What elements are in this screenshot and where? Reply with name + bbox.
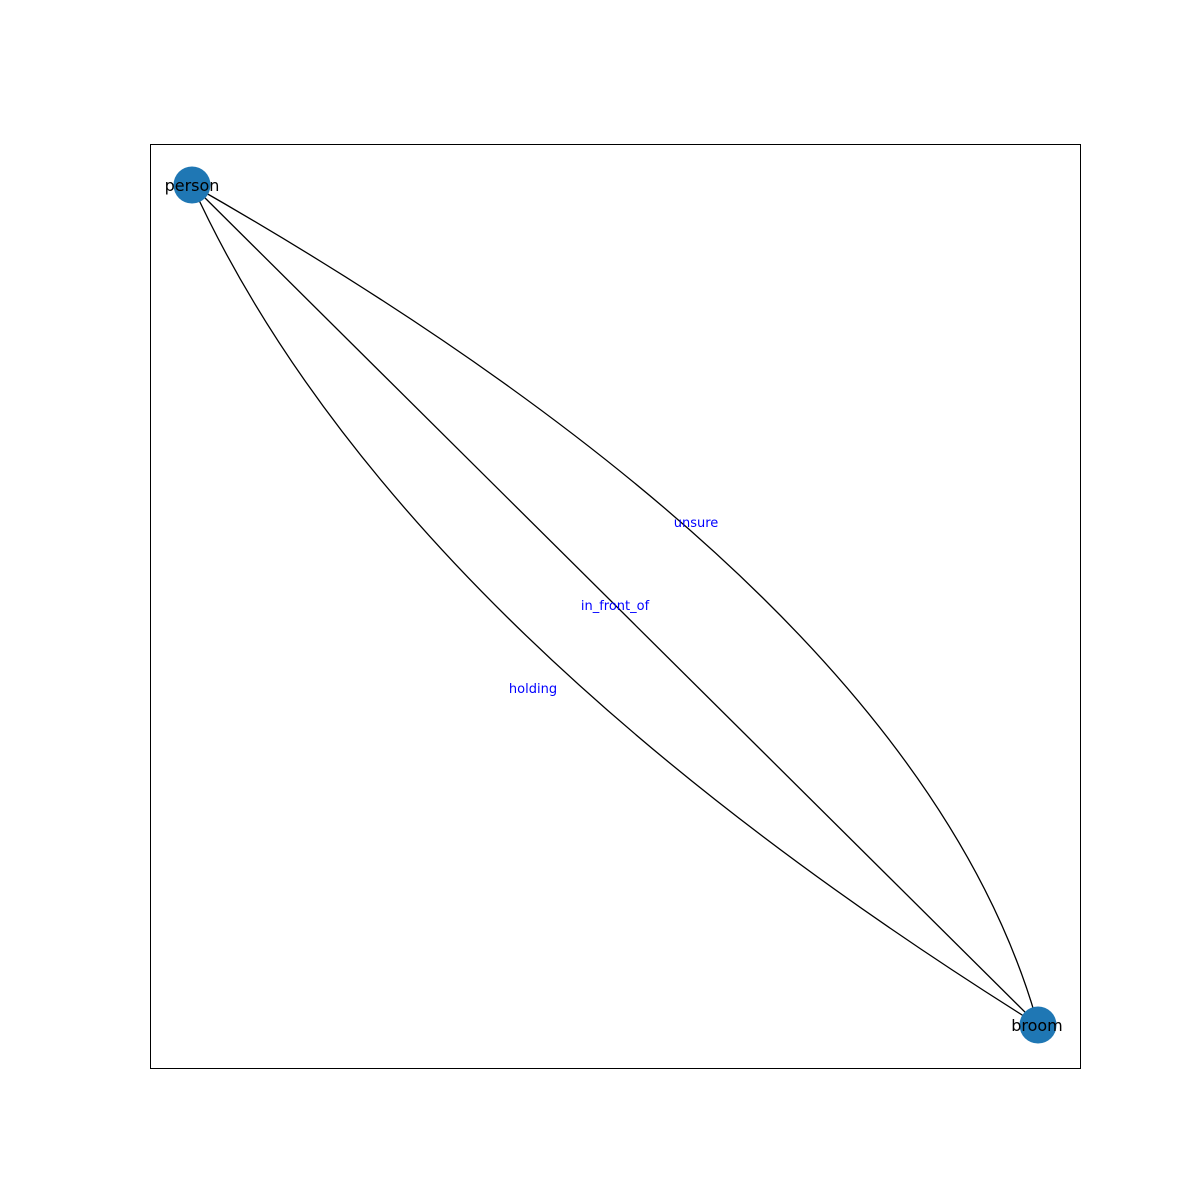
edge-person-broom-unsure (191, 184, 1039, 1026)
edge-person-broom-in-front-of (191, 184, 1039, 1026)
edge-label-unsure: unsure (674, 516, 719, 531)
node-person-circle (173, 166, 211, 204)
edge-label-in-front-of: in_front_of (581, 599, 650, 614)
node-person: person (165, 166, 220, 204)
node-broom: broom (1011, 1006, 1063, 1044)
edge-label-holding: holding (509, 682, 557, 697)
node-broom-circle (1019, 1006, 1057, 1044)
node-person-label: person (165, 176, 220, 195)
node-broom-label: broom (1011, 1016, 1063, 1035)
plot-frame (150, 144, 1081, 1069)
edge-person-broom-holding (191, 184, 1039, 1026)
